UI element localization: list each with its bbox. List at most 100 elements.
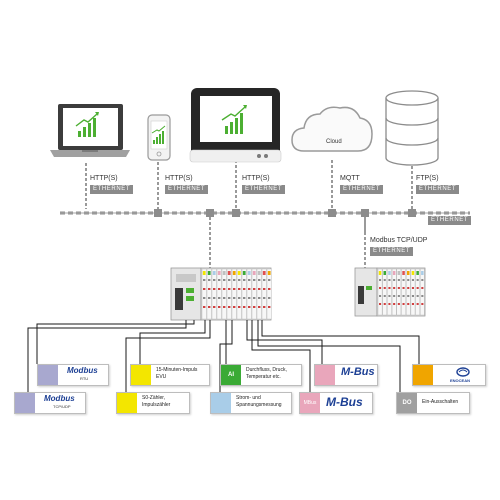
chart-icon bbox=[151, 125, 166, 144]
io-slice bbox=[231, 268, 237, 320]
io-slice-terminal bbox=[218, 279, 221, 281]
io-slice-terminal bbox=[263, 279, 266, 281]
io-slice-terminal bbox=[233, 288, 236, 290]
io-slice bbox=[216, 268, 222, 320]
io-slice-terminal bbox=[411, 303, 414, 305]
digital-output-tag: DO bbox=[397, 393, 417, 413]
io-slice-terminal bbox=[407, 279, 410, 281]
io-slice bbox=[415, 268, 420, 316]
io-slice-terminal bbox=[213, 288, 216, 290]
io-slice-terminal bbox=[416, 287, 419, 289]
io-slice-terminal bbox=[228, 306, 231, 308]
io-slice-terminal bbox=[208, 279, 211, 281]
modbus-rtu-logo: Modbus bbox=[67, 366, 98, 375]
io-slice-terminal bbox=[238, 288, 241, 290]
io-slice-terminal bbox=[388, 303, 391, 305]
io-slice bbox=[211, 268, 217, 320]
modbus-rtu-tag bbox=[38, 365, 58, 385]
chart-icon bbox=[221, 105, 247, 134]
io-slice-terminal bbox=[218, 306, 221, 308]
io-slice bbox=[256, 268, 262, 320]
database-icon bbox=[385, 90, 439, 166]
io-slice-terminal bbox=[416, 303, 419, 305]
io-slice-marker bbox=[202, 271, 206, 275]
io-slice-terminal bbox=[203, 288, 206, 290]
io-slice bbox=[201, 268, 207, 320]
io-slice-terminal bbox=[268, 279, 271, 281]
io-slice-terminal bbox=[397, 287, 400, 289]
io-slice-marker bbox=[212, 271, 216, 275]
io-slice bbox=[387, 268, 392, 316]
fifteen-minute-pulse-card: 15-Minuten-Impuls EVU bbox=[130, 364, 210, 386]
io-slice-terminal bbox=[402, 303, 405, 305]
io-slice bbox=[246, 268, 252, 320]
io-slice-terminal bbox=[203, 306, 206, 308]
io-slice-terminal bbox=[248, 306, 251, 308]
enocean-tag bbox=[413, 365, 433, 385]
io-slice-terminal bbox=[411, 287, 414, 289]
io-slice-marker bbox=[421, 271, 424, 275]
mbus-wireless-logo: M-Bus bbox=[341, 366, 375, 378]
io-slice-terminal bbox=[253, 279, 256, 281]
io-slice-terminal bbox=[233, 279, 236, 281]
io-slice-terminal bbox=[248, 297, 251, 299]
io-slice-marker bbox=[388, 271, 391, 275]
io-slice-terminal bbox=[421, 295, 424, 297]
io-slice-marker bbox=[267, 271, 271, 275]
io-slice-marker bbox=[237, 271, 241, 275]
io-slice-marker bbox=[252, 271, 256, 275]
mbus-card: MBus M-Bus bbox=[299, 392, 373, 414]
io-slice-marker bbox=[232, 271, 236, 275]
io-slice bbox=[391, 268, 397, 316]
io-slice-terminal bbox=[228, 288, 231, 290]
io-slice-terminal bbox=[208, 306, 211, 308]
s0-counter-card: S0-Zähler, Impulszähler bbox=[116, 392, 190, 414]
digital-output-card: DO Ein-Ausschalten bbox=[396, 392, 470, 414]
io-slice bbox=[226, 268, 232, 320]
io-slice bbox=[410, 268, 416, 316]
io-slice bbox=[420, 268, 425, 316]
io-slice-terminal bbox=[203, 297, 206, 299]
io-slice-marker bbox=[378, 271, 382, 275]
secondary-controller-icon bbox=[354, 267, 426, 317]
io-slice-terminal bbox=[258, 297, 261, 299]
io-slice-terminal bbox=[411, 279, 414, 281]
io-slice-terminal bbox=[379, 303, 382, 305]
laptop-icon bbox=[50, 104, 130, 157]
io-slice-terminal bbox=[258, 288, 261, 290]
power-measurement-text: Strom- und Spannungsmessung bbox=[236, 395, 282, 408]
io-slice-terminal bbox=[208, 297, 211, 299]
io-slice bbox=[382, 268, 388, 316]
io-slice-terminal bbox=[253, 306, 256, 308]
modbus-tcp-tag bbox=[15, 393, 35, 413]
io-slice-terminal bbox=[243, 288, 246, 290]
io-slice bbox=[251, 268, 257, 320]
io-slice-terminal bbox=[213, 297, 216, 299]
io-slice-terminal bbox=[393, 303, 396, 305]
io-slice bbox=[241, 268, 247, 320]
io-slice-terminal bbox=[243, 279, 246, 281]
io-slice-terminal bbox=[407, 303, 410, 305]
io-slice-terminal bbox=[393, 295, 396, 297]
io-slice-terminal bbox=[258, 306, 261, 308]
io-slice-terminal bbox=[397, 295, 400, 297]
io-slice-terminal bbox=[238, 297, 241, 299]
io-slice-terminal bbox=[223, 297, 226, 299]
io-slice bbox=[261, 268, 267, 320]
io-slice-terminal bbox=[421, 303, 424, 305]
io-slice-marker bbox=[416, 271, 419, 275]
analog-input-card: AI Durchfluss, Druck, Temperatur etc. bbox=[220, 364, 302, 386]
io-slice-terminal bbox=[228, 297, 231, 299]
io-slice-terminal bbox=[213, 279, 216, 281]
s0-counter-text: S0-Zähler, Impulszähler bbox=[142, 395, 171, 408]
backbone-label: ETHERNET bbox=[428, 216, 472, 225]
io-slice-terminal bbox=[258, 279, 261, 281]
io-slice-terminal bbox=[243, 297, 246, 299]
io-slice bbox=[406, 268, 411, 316]
io-slice-terminal bbox=[218, 288, 221, 290]
io-slice-terminal bbox=[243, 306, 246, 308]
io-slice-terminal bbox=[407, 295, 410, 297]
modbus-tcp-network-label: ETHERNET bbox=[370, 247, 414, 256]
enocean-logo: ENOCEAN bbox=[450, 378, 471, 383]
